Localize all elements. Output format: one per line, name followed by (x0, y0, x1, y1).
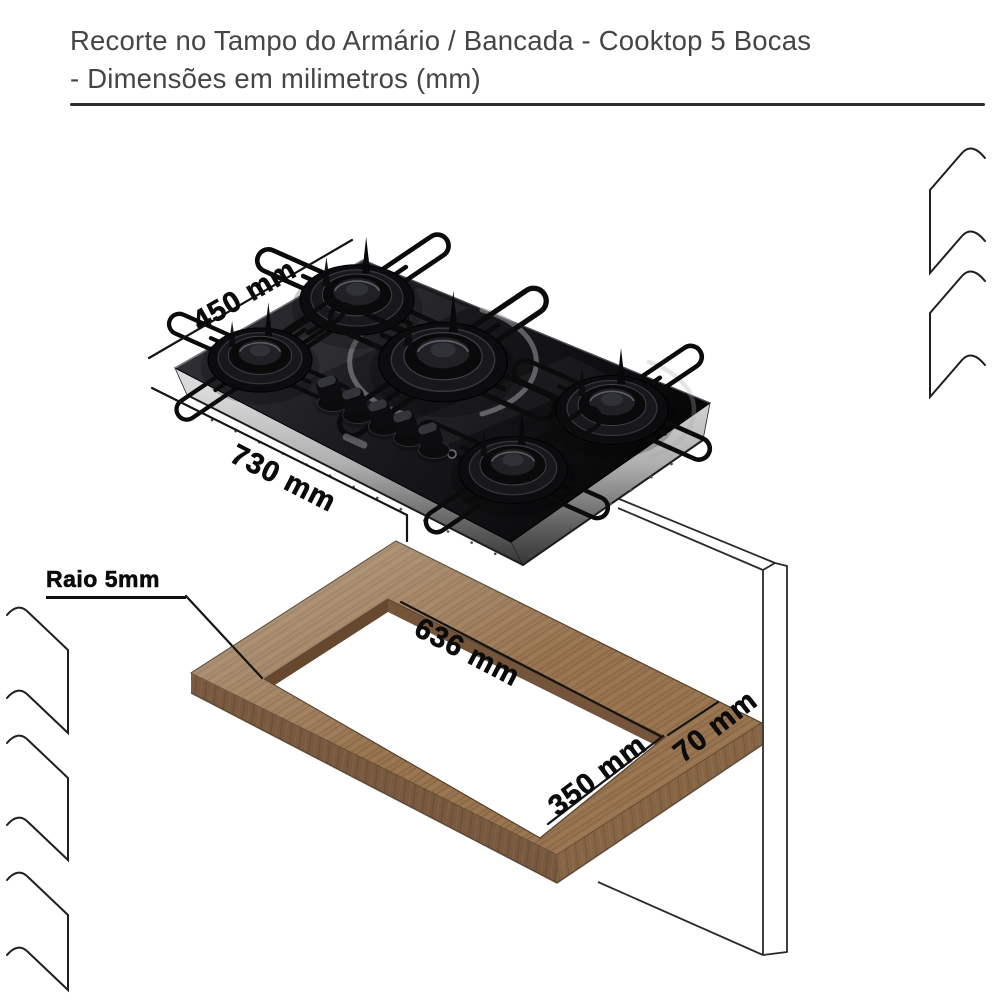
countertop-illustration (190, 540, 763, 884)
dimension-line-636 (399, 600, 662, 738)
title-line-1: Recorte no Tampo do Armário / Bancada - … (70, 25, 812, 56)
page-title: Recorte no Tampo do Armário / Bancada - … (70, 22, 970, 98)
cutout-inner-wall (264, 599, 388, 692)
countertop-front-right-face (557, 723, 762, 883)
dimension-line-730 (150, 386, 409, 543)
dimension-lines (147, 238, 720, 826)
dimension-line-350 (546, 734, 665, 826)
countertop-front-left-face (191, 673, 557, 883)
cooktop-illustration (166, 230, 714, 567)
break-marks-top-right (929, 147, 986, 400)
screw-dots (528, 450, 692, 558)
dim-label-corner-radius: Raio 5mm (46, 566, 186, 599)
dimension-line-70 (666, 700, 720, 737)
break-marks-bottom-left (6, 606, 69, 993)
title-divider (70, 103, 985, 106)
corner-radius-leader-line (184, 594, 264, 680)
brand-logo-mark (342, 433, 368, 449)
wall-panel (597, 495, 788, 956)
title-line-2: - Dimensões em milimetros (mm) (70, 63, 481, 94)
dimension-line-450 (147, 238, 354, 360)
cutout-inner-wall (388, 599, 665, 750)
